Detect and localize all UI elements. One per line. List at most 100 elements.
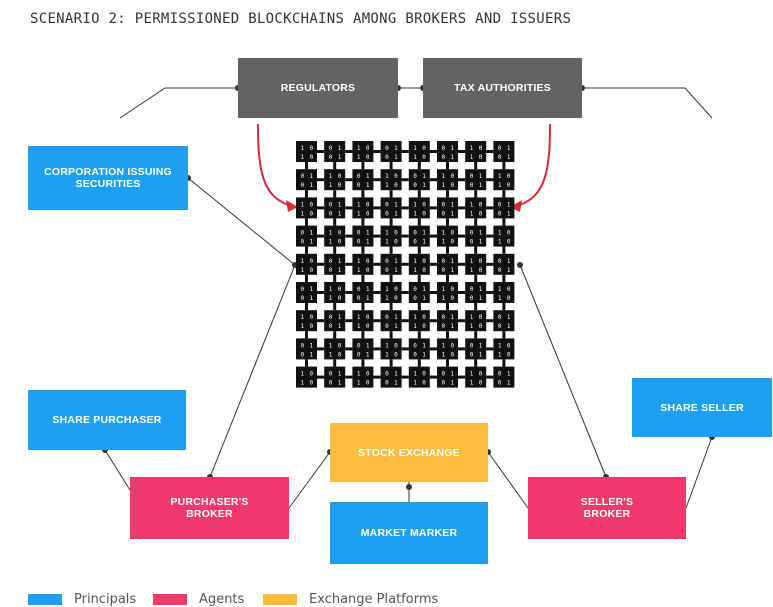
block-bit: 0 xyxy=(357,173,361,180)
block-link xyxy=(502,246,506,254)
block-bit: 0 xyxy=(338,230,342,237)
block-bit: 0 xyxy=(507,286,511,293)
block-bit: 0 xyxy=(385,258,389,265)
block-link xyxy=(502,218,506,226)
diagram-title: SCENARIO 2: PERMISSIONED BLOCKCHAINS AMO… xyxy=(30,11,572,27)
block-link xyxy=(317,375,325,379)
block-bit: 1 xyxy=(394,371,398,378)
block-bit: 0 xyxy=(507,342,511,349)
block-bit: 0 xyxy=(301,295,305,302)
purchasers-broker-box: PURCHASER'S BROKER xyxy=(130,477,289,539)
block-bit: 0 xyxy=(329,314,333,321)
block-bit: 1 xyxy=(338,154,342,161)
block-bit: 0 xyxy=(394,295,398,302)
block-bit: 0 xyxy=(394,239,398,246)
block-bit: 1 xyxy=(470,380,474,387)
block-link xyxy=(389,162,393,170)
block-link xyxy=(446,218,449,226)
block-bit: 1 xyxy=(507,154,511,161)
block-link xyxy=(446,190,449,198)
block-bit: 1 xyxy=(507,258,511,265)
block-link xyxy=(317,319,325,323)
block-bit: 0 xyxy=(442,201,446,208)
block-bit: 1 xyxy=(301,145,305,152)
block-cell xyxy=(296,141,317,162)
block-bit: 0 xyxy=(301,230,305,237)
block-link xyxy=(429,234,437,238)
block-link xyxy=(458,319,466,323)
block-bit: 1 xyxy=(442,182,446,189)
block-bit: 1 xyxy=(507,323,511,330)
block-cell xyxy=(324,366,346,388)
share-seller-box: SHARE SELLER xyxy=(632,378,772,437)
block-bit: 1 xyxy=(442,351,446,358)
block-bit: 1 xyxy=(366,173,370,180)
block-bit: 1 xyxy=(507,314,511,321)
block-cell xyxy=(380,310,402,332)
block-bit: 1 xyxy=(451,371,455,378)
block-bit: 0 xyxy=(357,295,361,302)
block-link xyxy=(305,303,308,311)
block-link xyxy=(401,234,409,238)
connector-regulators-left xyxy=(119,87,238,119)
block-cell xyxy=(296,197,317,219)
block-cell xyxy=(408,253,430,275)
block-cell xyxy=(493,282,515,303)
block-bit: 1 xyxy=(366,230,370,237)
block-cell xyxy=(324,169,346,191)
block-link xyxy=(474,162,478,170)
connector-tax-right xyxy=(582,87,713,119)
block-bit: 0 xyxy=(385,201,389,208)
connector-sellers-broker-seller xyxy=(685,436,713,509)
block-cell xyxy=(437,141,458,162)
block-link xyxy=(389,218,393,226)
block-bit: 0 xyxy=(451,342,455,349)
block-bit: 0 xyxy=(338,173,342,180)
block-link xyxy=(317,262,325,266)
block-bit: 1 xyxy=(442,173,446,180)
block-link xyxy=(486,319,494,323)
block-link xyxy=(446,331,449,339)
block-cell xyxy=(324,253,346,275)
block-bit: 0 xyxy=(394,342,398,349)
block-bit: 0 xyxy=(366,380,370,387)
block-link xyxy=(502,274,506,282)
block-bit: 1 xyxy=(310,295,314,302)
block-link xyxy=(401,178,409,182)
block-link xyxy=(446,274,449,282)
block-bit: 0 xyxy=(357,351,361,358)
block-bit: 1 xyxy=(385,182,389,189)
block-bit: 0 xyxy=(329,154,333,161)
block-cell xyxy=(352,338,374,360)
block-cell xyxy=(352,169,374,191)
block-bit: 0 xyxy=(479,371,483,378)
block-bit: 0 xyxy=(394,286,398,293)
block-link xyxy=(474,331,478,339)
block-bit: 0 xyxy=(442,258,446,265)
block-bit: 1 xyxy=(451,145,455,152)
block-bit: 0 xyxy=(310,258,314,265)
block-cell xyxy=(437,253,458,275)
block-link xyxy=(429,262,437,266)
block-bit: 0 xyxy=(479,380,483,387)
block-cell xyxy=(352,366,374,388)
block-link xyxy=(305,331,308,339)
block-link xyxy=(486,375,494,379)
block-link xyxy=(361,303,365,311)
block-bit: 1 xyxy=(442,342,446,349)
block-bit: 1 xyxy=(329,286,333,293)
block-cell xyxy=(352,141,374,162)
block-link xyxy=(446,303,449,311)
legend-label-agents: Agents xyxy=(199,592,245,607)
block-bit: 1 xyxy=(394,314,398,321)
block-bit: 1 xyxy=(366,286,370,293)
block-bit: 1 xyxy=(451,380,455,387)
block-bit: 0 xyxy=(329,267,333,274)
block-link xyxy=(446,162,449,170)
block-bit: 1 xyxy=(470,210,474,217)
block-bit: 1 xyxy=(413,314,417,321)
block-link xyxy=(429,375,437,379)
block-bit: 0 xyxy=(329,145,333,152)
block-bit: 0 xyxy=(498,154,502,161)
block-bit: 0 xyxy=(451,295,455,302)
